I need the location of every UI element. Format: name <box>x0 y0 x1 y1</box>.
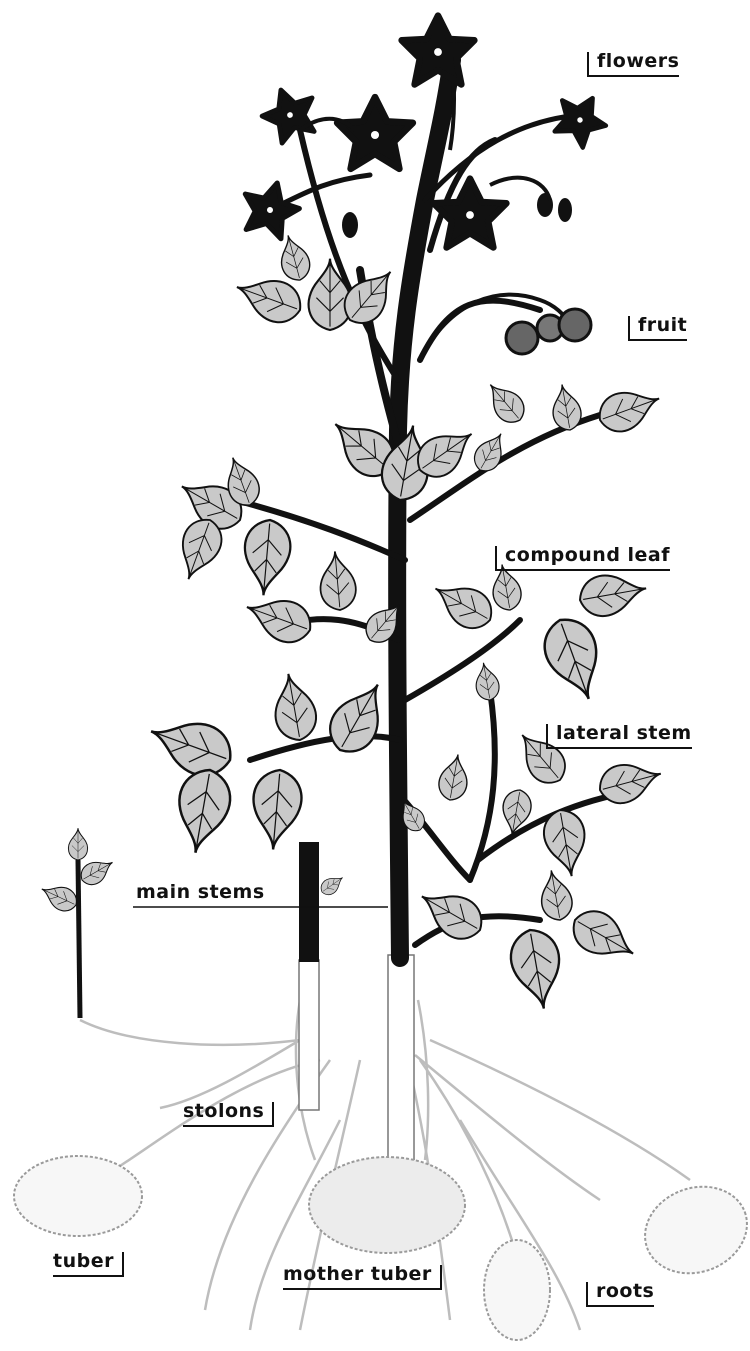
small-sprout <box>37 828 118 1018</box>
tubers <box>14 1156 750 1340</box>
underground-stems <box>299 955 414 1170</box>
label-roots: roots <box>586 1282 654 1307</box>
label-flowers: flowers <box>587 52 679 77</box>
label-tuber: tuber <box>53 1252 124 1277</box>
label-fruit: fruit <box>628 316 687 341</box>
label-compound-leaf: compound leaf <box>495 546 670 571</box>
cut-main-stem <box>299 842 347 962</box>
label-main-stems: main stems <box>136 883 265 906</box>
label-stolons: stolons <box>183 1102 274 1127</box>
label-lateral-stem: lateral stem <box>546 724 692 749</box>
label-mother-tuber: mother tuber <box>283 1265 442 1290</box>
